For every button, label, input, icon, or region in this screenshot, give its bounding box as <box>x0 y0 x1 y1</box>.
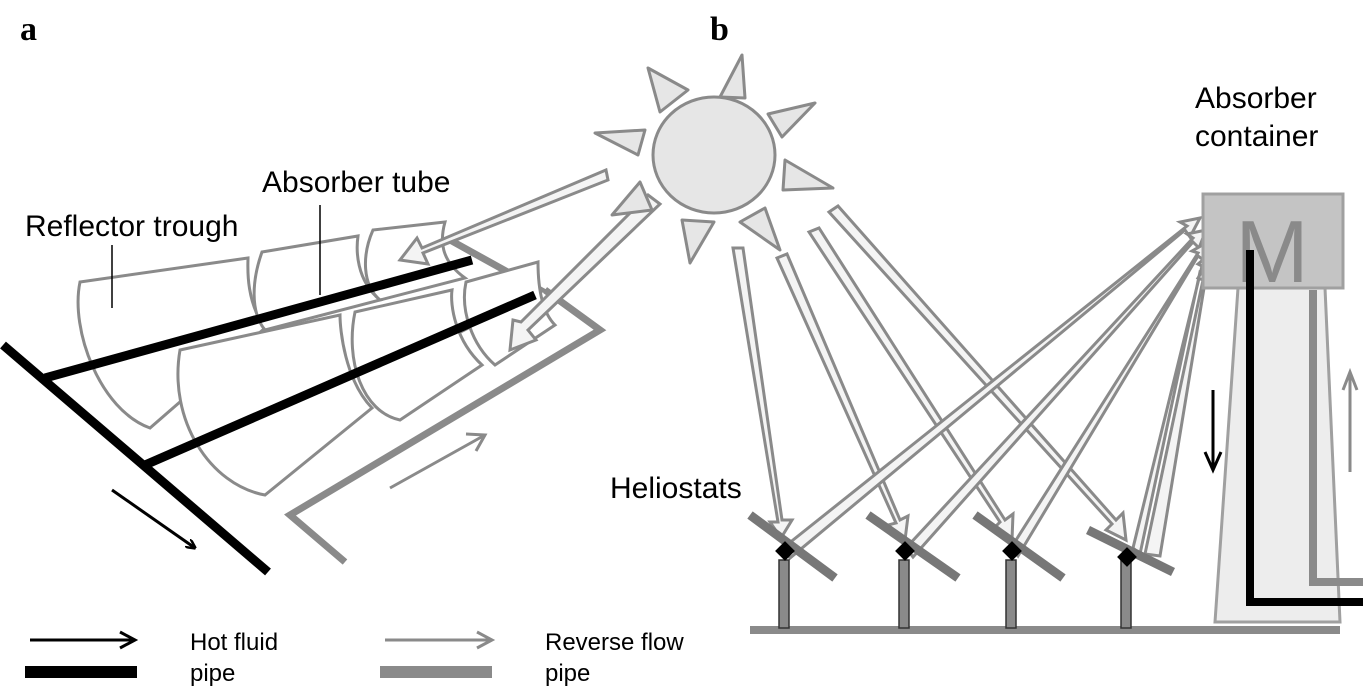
panel-b: b <box>593 11 1363 634</box>
absorber-container-label-line2: container <box>1195 120 1318 153</box>
heliostats-label: Heliostats <box>610 472 742 505</box>
absorber-tube <box>43 255 474 383</box>
ground <box>750 626 1340 634</box>
hot-flow-arrow <box>111 488 195 548</box>
legend-hot-arrow <box>30 630 139 650</box>
absorber-tower <box>1213 286 1342 624</box>
legend-reverse-arrow <box>385 630 496 650</box>
heliostat <box>865 511 961 629</box>
reverse-flow-pipe-bottom <box>284 287 607 565</box>
legend-reverse-pipe-label: pipe <box>545 660 590 687</box>
heliostat <box>747 511 838 629</box>
absorber-tube <box>143 290 537 470</box>
tower-hot-fluid-pipe <box>1246 250 1363 606</box>
reverse-flow-arrow <box>389 432 488 490</box>
panel-b-letter: b <box>710 11 729 48</box>
hot-fluid-pipe-main <box>0 341 271 576</box>
tower-reverse-flow-arrow <box>1341 367 1359 472</box>
legend-reverse-pipe-swatch <box>380 666 492 678</box>
legend-hot-pipe-swatch <box>25 666 137 678</box>
sun-rays-to-troughs <box>397 167 663 353</box>
sun-icon <box>593 53 835 265</box>
reflector-trough <box>350 288 485 422</box>
absorber-tube-label: Absorber tube <box>262 166 450 199</box>
reflector-trough <box>252 234 384 332</box>
tower-reverse-flow-pipe <box>1309 290 1363 586</box>
heliostats <box>747 511 1175 629</box>
absorber-container <box>1201 192 1345 290</box>
heliostat <box>1086 525 1175 629</box>
hot-fluid-pipes <box>0 255 537 576</box>
legend-hot-fluid-label: Hot fluid <box>190 629 278 656</box>
tower-hot-flow-arrow <box>1203 390 1223 474</box>
incoming-sunrays <box>731 204 1128 544</box>
legend-hot-pipe-label: pipe <box>190 660 235 687</box>
legend-reverse-flow-label: Reverse flow <box>545 629 684 656</box>
legend: Hot fluid pipe Reverse flow pipe <box>25 629 684 687</box>
absorber-container-label-line1: Absorber <box>1195 82 1317 115</box>
panel-a: a Reflector trough Absorber tube <box>0 11 663 576</box>
panel-a-letter: a <box>20 11 37 48</box>
reflector-trough-label: Reflector trough <box>25 210 238 243</box>
heliostat <box>972 511 1066 629</box>
